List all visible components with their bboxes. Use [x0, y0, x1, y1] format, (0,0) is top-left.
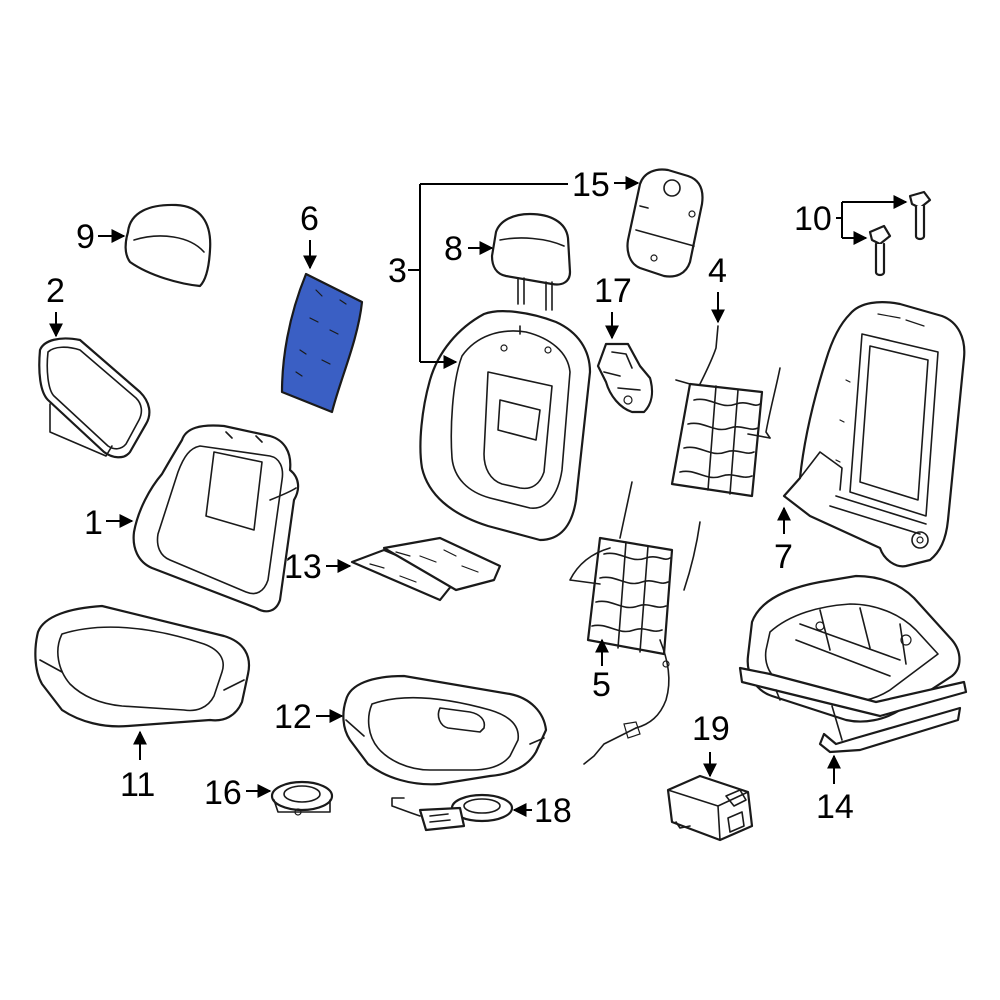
callout-5: 5 — [592, 666, 611, 704]
seat-cushion-foam[interactable] — [342, 674, 548, 786]
seatback-pad-highlighted[interactable] — [280, 272, 364, 414]
callout-17: 17 — [594, 272, 632, 310]
leader-3-bracket — [408, 184, 421, 362]
callout-16: 16 — [204, 774, 242, 812]
seat-cushion-pads[interactable] — [350, 536, 502, 602]
seat-sensor-disc[interactable] — [270, 780, 334, 816]
callout-7: 7 — [774, 538, 793, 576]
callout-14: 14 — [816, 788, 854, 826]
seatback-trim-panel[interactable] — [38, 337, 151, 459]
callout-12: 12 — [274, 698, 312, 736]
callout-4: 4 — [708, 252, 727, 290]
callout-1: 1 — [84, 504, 103, 542]
recliner-motor[interactable] — [596, 342, 654, 414]
callout-9: 9 — [76, 218, 95, 256]
callout-2: 2 — [46, 272, 65, 310]
callout-6: 6 — [300, 200, 319, 238]
seat-spring-mat-harness[interactable] — [569, 481, 701, 765]
callout-18: 18 — [534, 792, 572, 830]
seatback-foam[interactable] — [419, 310, 592, 542]
callout-13: 13 — [284, 548, 322, 586]
headrest-left[interactable] — [124, 203, 212, 288]
seatback-frame[interactable] — [782, 301, 966, 568]
seat-cushion-cover[interactable] — [34, 604, 251, 728]
callout-3: 3 — [388, 252, 407, 290]
callout-10: 10 — [794, 200, 832, 238]
seatback-spring-mat[interactable] — [670, 325, 781, 498]
headrest-guide-bolts[interactable] — [868, 190, 932, 277]
headrest-right[interactable] — [490, 212, 572, 311]
callout-11: 11 — [120, 766, 155, 804]
seatback-cover[interactable] — [132, 424, 300, 613]
seat-sensor-harness[interactable] — [391, 793, 514, 832]
callout-15: 15 — [572, 166, 610, 204]
callout-19: 19 — [692, 710, 730, 748]
seatback-rear-bracket[interactable] — [626, 168, 704, 278]
leader-10-bracket — [836, 202, 843, 238]
callout-8: 8 — [444, 230, 463, 268]
seat-control-module[interactable] — [666, 774, 754, 842]
seat-track-assembly[interactable] — [738, 574, 968, 754]
